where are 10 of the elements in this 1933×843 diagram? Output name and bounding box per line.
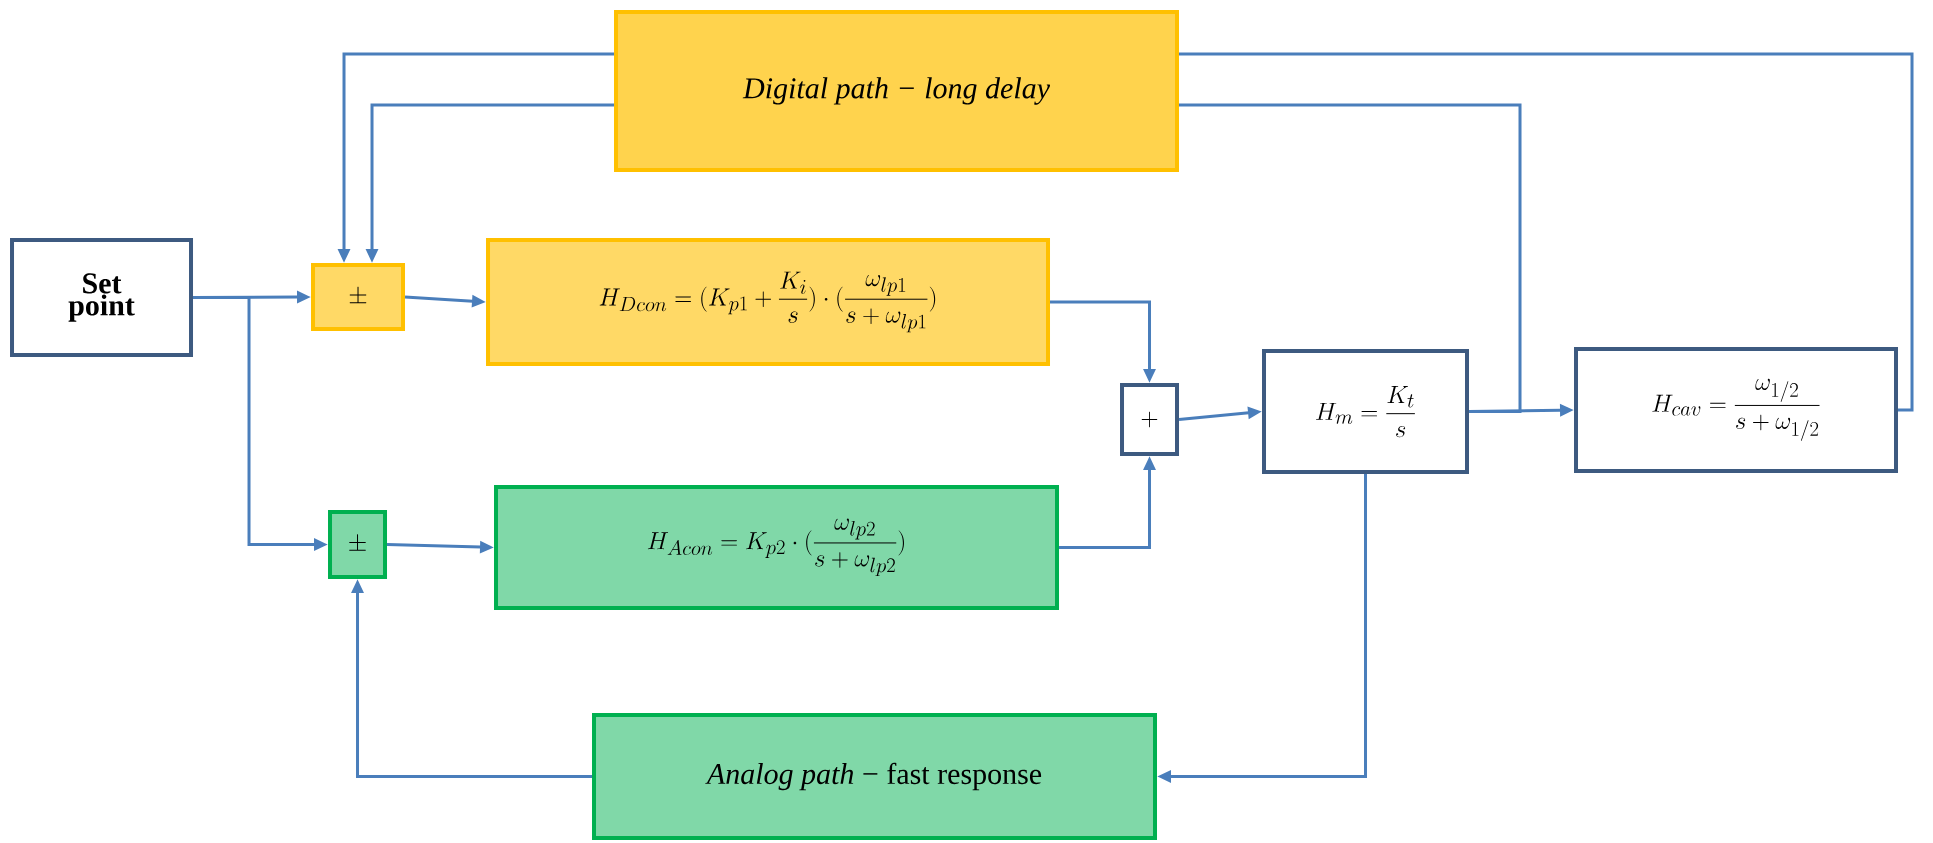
transfer-function-box: $H_{Dcon} = (K_{p1}+\frac{K_i}{s})\cdot(\frac{\omega_{lp1}}{s+\omega_{lp1}})$ [486,238,1050,366]
path-box: Digital path − long delay [614,10,1179,172]
summing-junction: $+$ [1120,383,1179,456]
transfer-function-box: $H_{Acon} = K_{p2}\cdot(\frac{\omega_{lp2}}{s+\omega_{lp2}})$ [494,485,1059,610]
set-point-box: Set point [10,238,193,357]
summing-junction: $\pm$ [311,263,405,331]
transfer-function-box: $H_{cav} = \frac{\omega_{1/2}}{s+\omega_{1/2}}$ [1574,347,1898,473]
summing-junction: $\pm$ [328,510,387,579]
transfer-function-box: $H_m = \frac{K_t}{s}$ [1262,349,1469,474]
path-box: Analog path − fast response [592,713,1157,840]
